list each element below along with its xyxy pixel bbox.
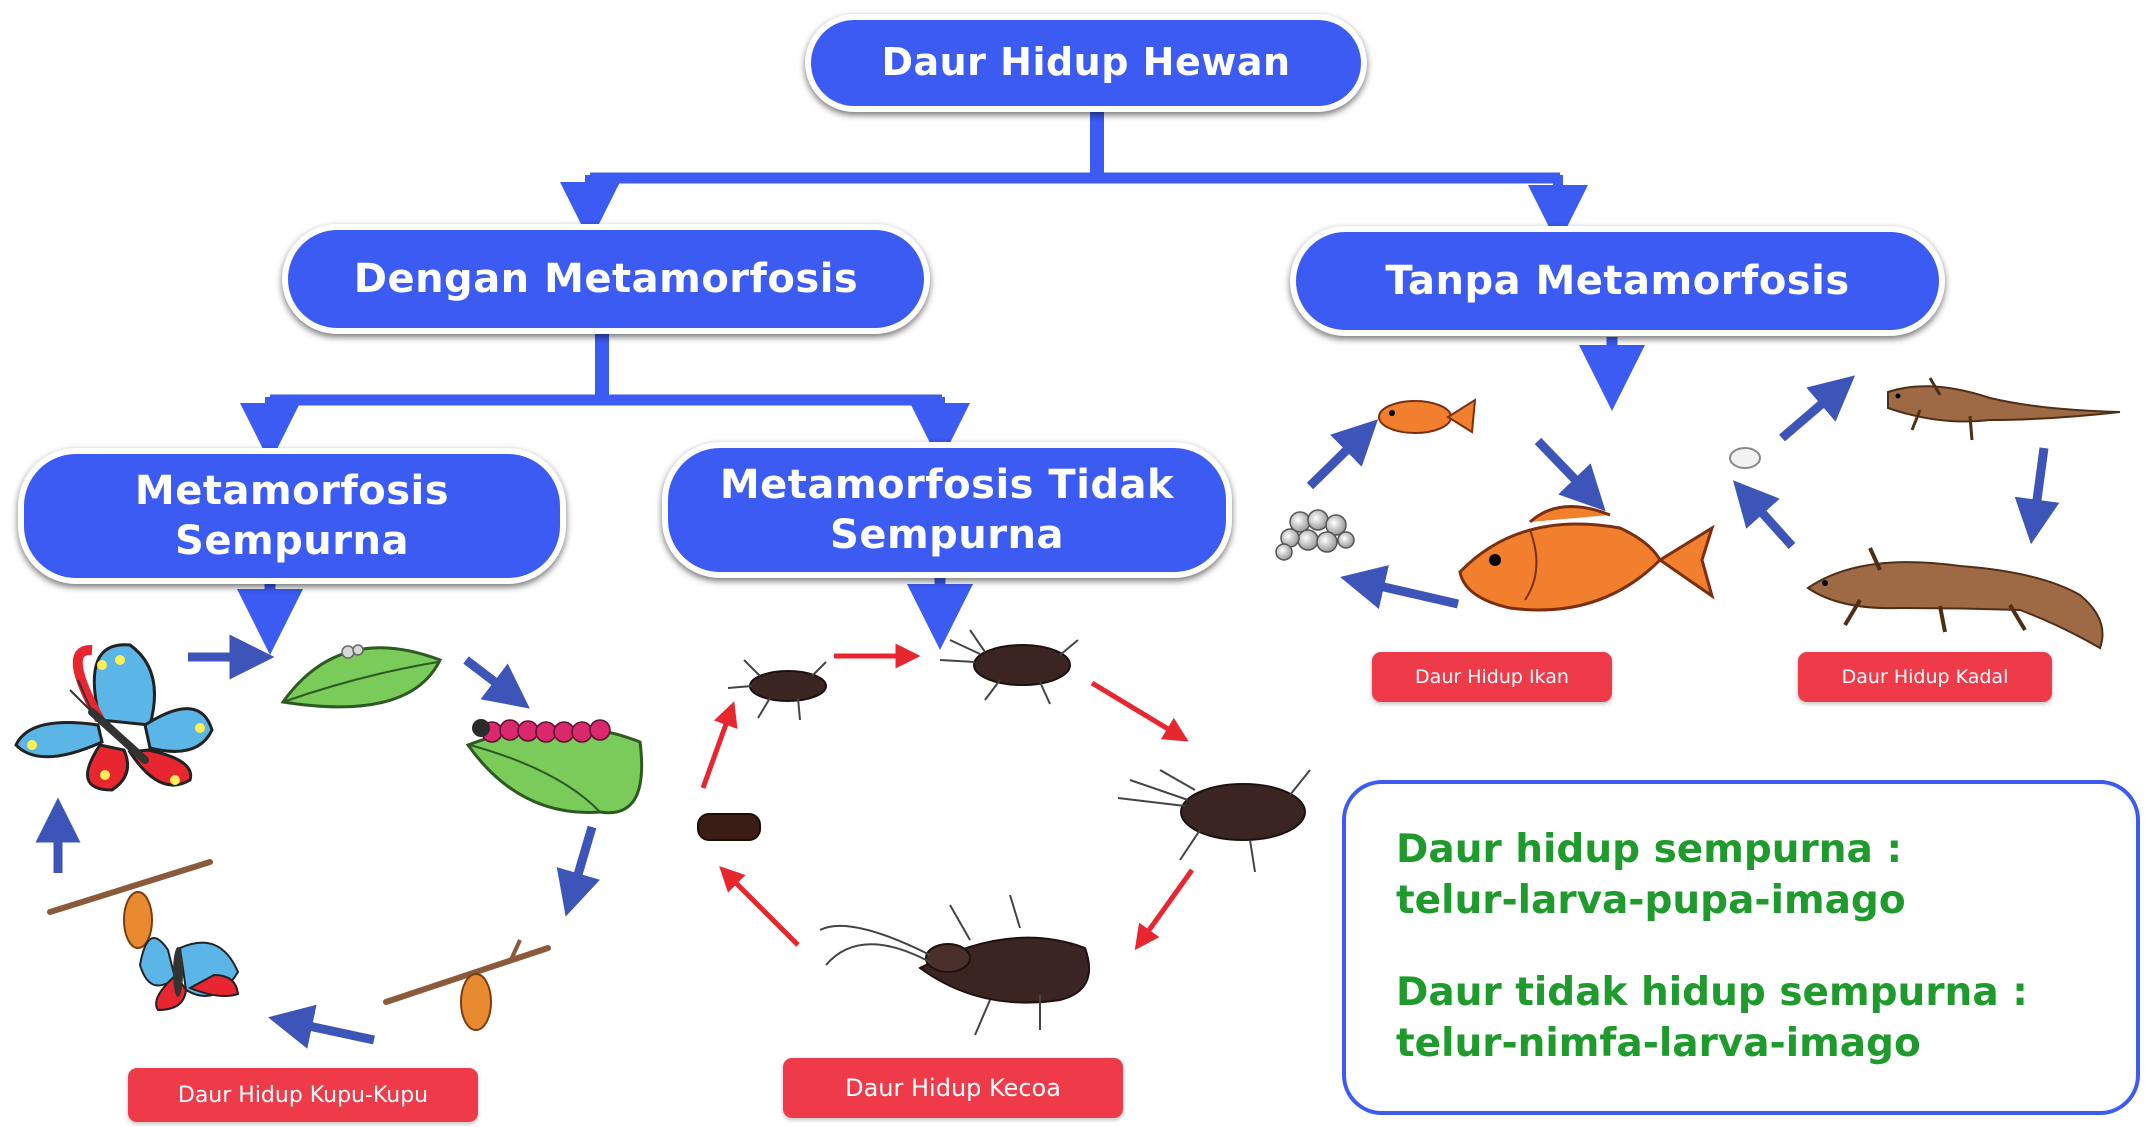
complete-metamorphosis-title-line1: Metamorfosis: [134, 468, 450, 514]
root-node: Daur Hidup Hewan: [805, 14, 1367, 112]
incomplete-metamorphosis-title-line2: Sempurna: [830, 512, 1064, 558]
lizard-cycle-label: Daur Hidup Kadal: [1798, 652, 2052, 702]
root-node-title: Daur Hidup Hewan: [881, 40, 1291, 85]
butterfly-cycle-arrows: [35, 634, 600, 1049]
complete-cycle-title: Daur hidup sempurna :: [1396, 827, 1903, 872]
young-cockroach-icon: [727, 659, 827, 721]
young-adult-cockroach-icon: [1117, 769, 1311, 873]
fish-cycle-label-text: Daur Hidup Ikan: [1415, 666, 1569, 688]
without-metamorphosis-title: Tanpa Metamorfosis: [1385, 258, 1850, 304]
young-fish-icon: [1378, 398, 1477, 434]
fish-eggs-icon: [1275, 509, 1355, 561]
lizard-cycle-label-text: Daur Hidup Kadal: [1841, 666, 2009, 688]
chrysalis-icon: [383, 939, 551, 1031]
adult-fish-icon: [1458, 505, 1715, 612]
lizard-egg-icon: [1729, 447, 1761, 469]
butterfly-cycle-label-text: Daur Hidup Kupu-Kupu: [177, 1082, 429, 1108]
adult-cockroach-icon: [819, 894, 1090, 1036]
butterfly-icon: [14, 643, 214, 792]
without-metamorphosis-node: Tanpa Metamorfosis: [1290, 226, 1945, 336]
with-metamorphosis-node: Dengan Metamorfosis: [282, 224, 930, 334]
caterpillar-leaf-icon: [465, 719, 644, 815]
emerging-butterfly-icon: [47, 859, 240, 1012]
fish-cycle-label: Daur Hidup Ikan: [1372, 652, 1612, 702]
cockroach-egg-icon: [697, 813, 761, 841]
notes-spacer: [1396, 927, 2106, 967]
fish-cycle-arrows: [1306, 419, 1606, 609]
young-lizard-icon: [1887, 377, 2121, 441]
nymph-icon: [939, 629, 1079, 705]
summary-notes-box: Daur hidup sempurna : telur-larva-pupa-i…: [1342, 780, 2140, 1115]
butterfly-cycle-label: Daur Hidup Kupu-Kupu: [128, 1068, 478, 1122]
with-metamorphosis-title: Dengan Metamorfosis: [353, 256, 859, 302]
incomplete-cycle-title: Daur tidak hidup sempurna :: [1396, 969, 2028, 1015]
tree-connectors: [237, 112, 1645, 655]
adult-lizard-icon: [1806, 547, 2104, 650]
leaf-egg-icon: [280, 644, 443, 709]
cockroach-cycle-arrows: [700, 643, 1195, 951]
complete-metamorphosis-title-line2: Sempurna: [175, 518, 409, 564]
complete-metamorphosis-node: Metamorfosis Sempurna: [18, 448, 566, 584]
incomplete-cycle-stages: telur-nimfa-larva-imago: [1396, 1021, 1921, 1067]
complete-cycle-stages: telur-larva-pupa-imago: [1396, 878, 1906, 924]
cockroach-cycle-label: Daur Hidup Kecoa: [783, 1058, 1123, 1118]
cockroach-cycle-label-text: Daur Hidup Kecoa: [845, 1074, 1061, 1102]
incomplete-metamorphosis-title-line1: Metamorfosis Tidak: [719, 462, 1175, 508]
incomplete-metamorphosis-node: Metamorfosis Tidak Sempurna: [662, 442, 1232, 578]
lizard-cycle-arrows: [1732, 375, 2060, 550]
